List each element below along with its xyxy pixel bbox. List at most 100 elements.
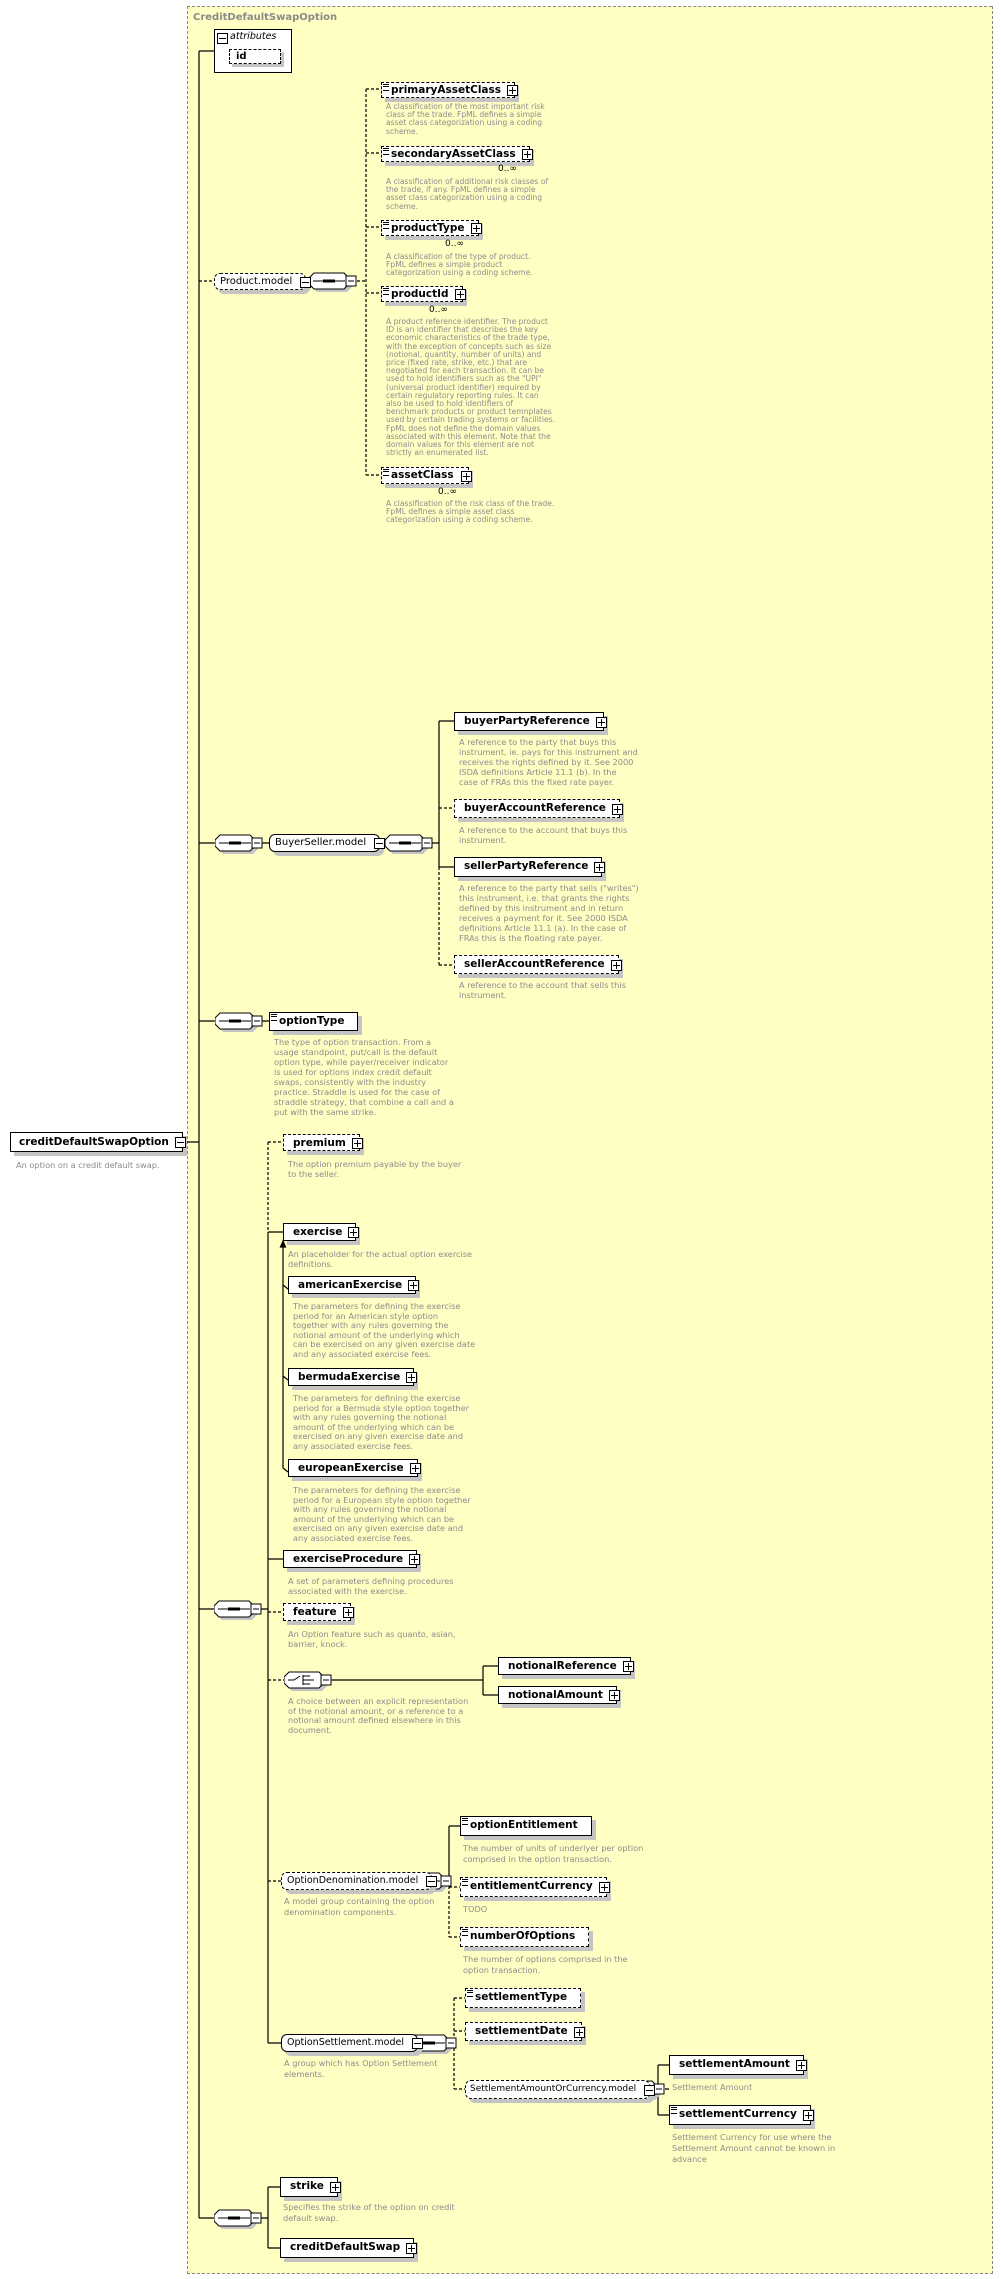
expand-icon[interactable] xyxy=(410,1463,421,1474)
element-description: An placeholder for the actual option exe… xyxy=(288,1249,473,1269)
collapse-icon[interactable] xyxy=(644,2084,655,2096)
simple-type-icon xyxy=(383,148,389,155)
group-label: SettlementAmountOrCurrency.model xyxy=(470,2084,637,2094)
element-description: A reference to the party that buys this … xyxy=(459,737,638,787)
expand-icon[interactable] xyxy=(408,1280,419,1291)
element-description: A classification of additional risk clas… xyxy=(386,177,549,211)
collapse-icon[interactable] xyxy=(300,276,311,288)
sequence-compositor-buyerseller-outer[interactable] xyxy=(215,834,263,854)
expand-icon[interactable] xyxy=(406,2243,417,2254)
element-settlementType[interactable]: settlementType xyxy=(465,1988,581,2008)
expand-icon[interactable] xyxy=(406,1372,417,1383)
expand-icon[interactable] xyxy=(796,2060,807,2071)
element-creditDefaultSwap[interactable]: creditDefaultSwap xyxy=(280,2238,417,2258)
element-label: optionType xyxy=(279,1015,345,1027)
sequence-compositor-product[interactable] xyxy=(309,272,357,292)
element-productType[interactable]: productType xyxy=(381,220,482,236)
element-settlementDate[interactable]: settlementDate xyxy=(465,2022,585,2041)
element-notionalReference[interactable]: notionalReference xyxy=(498,1657,634,1675)
expand-icon[interactable] xyxy=(461,470,472,482)
element-label: numberOfOptions xyxy=(470,1930,576,1942)
expand-icon[interactable] xyxy=(348,1227,359,1238)
element-description: The option premium payable by the buyer … xyxy=(288,1159,462,1179)
element-entitlementCurrency[interactable]: entitlementCurrency xyxy=(460,1877,610,1897)
expand-icon[interactable] xyxy=(471,223,482,234)
group-product-model[interactable]: Product.model xyxy=(214,273,311,290)
attribute-id[interactable]: id xyxy=(229,49,281,64)
element-description: The parameters for defining the exercise… xyxy=(293,1485,471,1543)
collapse-icon[interactable] xyxy=(175,1137,186,1148)
simple-type-icon xyxy=(462,1879,468,1886)
element-optionType[interactable]: optionType xyxy=(269,1012,358,1031)
expand-icon[interactable] xyxy=(609,1690,620,1701)
element-description: Specifies the strike of the option on cr… xyxy=(283,2202,455,2223)
sequence-compositor-strike[interactable] xyxy=(214,2209,262,2229)
element-label: assetClass xyxy=(391,469,454,481)
collapse-icon[interactable] xyxy=(217,33,228,44)
element-notionalAmount[interactable]: notionalAmount xyxy=(498,1686,620,1704)
group-settlementamountorcurrency-model[interactable]: SettlementAmountOrCurrency.model xyxy=(465,2080,655,2099)
sequence-compositor-optiontype[interactable] xyxy=(215,1012,263,1032)
element-settlementAmount[interactable]: settlementAmount xyxy=(669,2055,807,2075)
element-buyerPartyReference[interactable]: buyerPartyReference xyxy=(454,712,607,731)
expand-icon[interactable] xyxy=(594,862,605,873)
element-settlementCurrency[interactable]: settlementCurrency xyxy=(669,2105,814,2125)
simple-type-icon xyxy=(271,1014,277,1021)
choice-compositor-notional[interactable] xyxy=(284,1671,332,1691)
expand-icon[interactable] xyxy=(623,1661,634,1672)
expand-icon[interactable] xyxy=(599,1882,610,1893)
element-exercise[interactable]: exercise xyxy=(283,1223,359,1241)
group-optiondenomination-model[interactable]: OptionDenomination.model xyxy=(281,1872,437,1890)
element-exerciseProcedure[interactable]: exerciseProcedure xyxy=(283,1550,420,1568)
element-bermudaExercise[interactable]: bermudaExercise xyxy=(288,1368,417,1386)
choice-description: A choice between an explicit representat… xyxy=(288,1696,469,1735)
expand-icon[interactable] xyxy=(343,1607,354,1618)
element-feature[interactable]: feature xyxy=(283,1603,354,1621)
expand-icon[interactable] xyxy=(574,2026,585,2038)
element-label: settlementAmount xyxy=(679,2058,790,2070)
expand-icon[interactable] xyxy=(507,85,518,96)
element-numberOfOptions[interactable]: numberOfOptions xyxy=(460,1927,589,1947)
root-element-creditDefaultSwapOption[interactable]: creditDefaultSwapOption xyxy=(10,1132,186,1152)
attributes-header[interactable]: attributes xyxy=(217,31,276,44)
group-label: BuyerSeller.model xyxy=(275,837,367,848)
collapse-icon[interactable] xyxy=(374,838,385,849)
frame-top-border xyxy=(187,6,992,7)
element-buyerAccountReference[interactable]: buyerAccountReference xyxy=(454,799,623,818)
simple-type-icon xyxy=(462,1818,468,1825)
expand-icon[interactable] xyxy=(455,289,466,300)
collapse-icon[interactable] xyxy=(412,2038,423,2049)
group-label: Product.model xyxy=(220,276,293,287)
element-sellerPartyReference[interactable]: sellerPartyReference xyxy=(454,857,605,877)
element-primaryAssetClass[interactable]: primaryAssetClass xyxy=(381,82,518,98)
group-optionsettlement-model[interactable]: OptionSettlement.model xyxy=(281,2034,423,2052)
sequence-compositor-option-details[interactable] xyxy=(214,1600,262,1620)
sequence-compositor-buyerseller[interactable] xyxy=(385,834,433,854)
group-buyerseller-model[interactable]: BuyerSeller.model xyxy=(269,834,385,852)
expand-icon[interactable] xyxy=(596,716,607,728)
element-productId[interactable]: productId xyxy=(381,286,466,302)
element-strike[interactable]: strike xyxy=(280,2177,341,2197)
element-description: A classification of the most important r… xyxy=(386,102,545,136)
element-label: entitlementCurrency xyxy=(470,1880,593,1892)
expand-icon[interactable] xyxy=(612,803,623,815)
element-americanExercise[interactable]: americanExercise xyxy=(288,1276,419,1294)
expand-icon[interactable] xyxy=(611,959,622,971)
element-optionEntitlement[interactable]: optionEntitlement xyxy=(460,1816,592,1836)
element-secondaryAssetClass[interactable]: secondaryAssetClass xyxy=(381,146,533,162)
expand-icon[interactable] xyxy=(352,1137,363,1149)
element-label: buyerAccountReference xyxy=(464,802,606,814)
simple-type-icon xyxy=(383,469,389,476)
element-description: A reference to the account that sells th… xyxy=(459,980,626,1000)
expand-icon[interactable] xyxy=(803,2110,814,2121)
element-europeanExercise[interactable]: europeanExercise xyxy=(288,1459,421,1477)
element-premium[interactable]: premium xyxy=(283,1134,363,1151)
element-label: buyerPartyReference xyxy=(464,715,590,727)
expand-icon[interactable] xyxy=(409,1554,420,1565)
expand-icon[interactable] xyxy=(330,2182,341,2193)
element-label: productType xyxy=(391,222,465,234)
collapse-icon[interactable] xyxy=(426,1876,437,1887)
element-sellerAccountReference[interactable]: sellerAccountReference xyxy=(454,955,622,974)
expand-icon[interactable] xyxy=(522,149,533,160)
element-assetClass[interactable]: assetClass xyxy=(381,467,472,484)
